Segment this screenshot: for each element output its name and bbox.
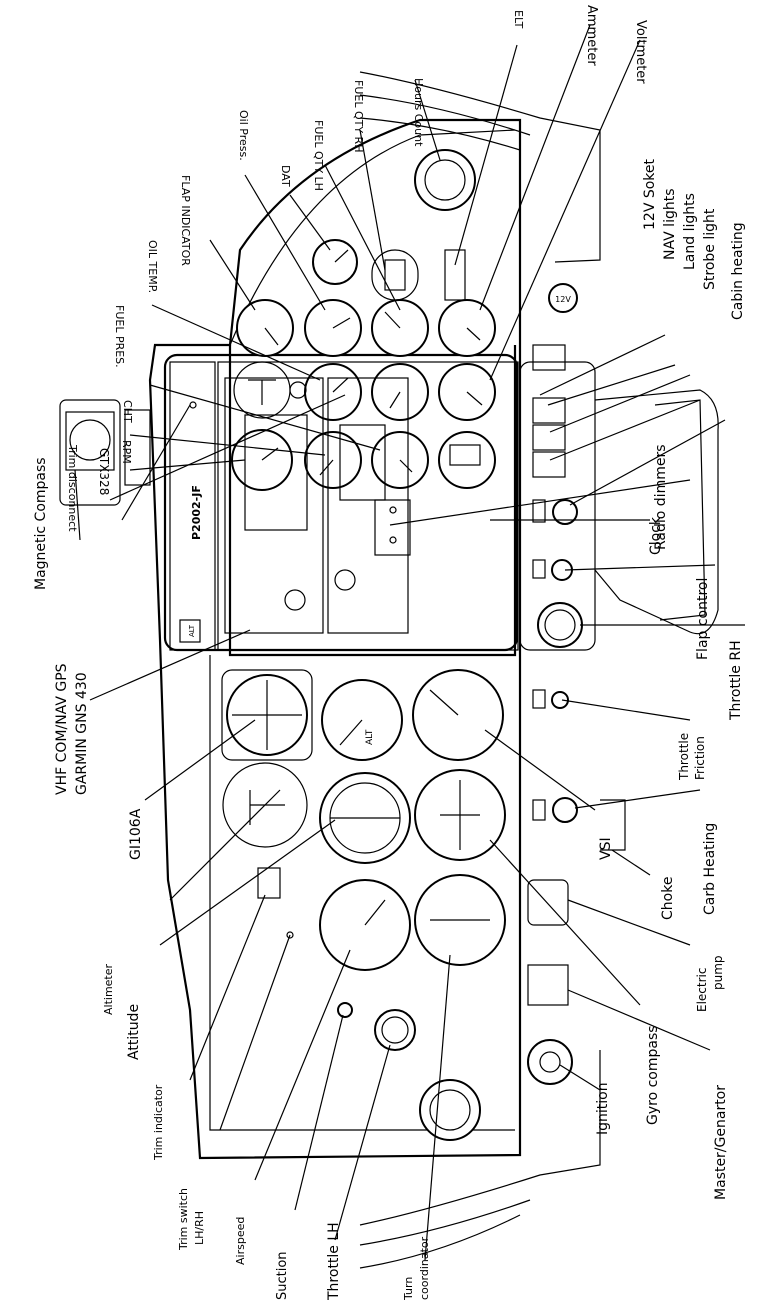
label-coordinator: coordinator (418, 1236, 431, 1300)
labels: Hours Count FUEL QTY RH FUEL QTY LH ELT … (33, 5, 746, 1301)
label-trim-indicator: Trim indicator (152, 1084, 165, 1161)
label-oil-temp: OIL TEMP. (146, 240, 159, 293)
throttle-friction-knob (551, 691, 569, 709)
lower-air-vent (419, 1079, 481, 1141)
label-suction: Suction (275, 1251, 290, 1300)
label-strobe-light: Strobe light (702, 208, 718, 290)
label-fuel-qty-rh: FUEL QTY RH (352, 80, 365, 152)
label-magnetic-compass: Magnetic Compass (33, 457, 49, 590)
label-lh-rh: LH/RH (193, 1211, 206, 1245)
socket-12v (548, 283, 578, 313)
label-rpm: RPM (120, 440, 133, 464)
label-gyro-compass: Gyro compass (645, 1025, 661, 1125)
label-flap-control: Flap control (695, 578, 711, 660)
label-fuel-pres: FUEL PRES. (113, 305, 126, 368)
label-throttle-rh: Throttle RH (728, 640, 744, 721)
suction-gauge (337, 1002, 353, 1018)
clock-gauge (438, 431, 496, 489)
label-trim-switch: Trim switch (177, 1188, 190, 1251)
throttle-lh-knob (374, 1009, 416, 1051)
label-vhf-com-nav-gps: VHF COM/NAV GPS (54, 663, 70, 795)
label-carb-heating: Carb Heating (702, 823, 718, 915)
trim-switch (286, 931, 294, 939)
radio-dimmer-placard (532, 499, 546, 523)
label-garmin-gns-430: GARMIN GNS 430 (74, 672, 90, 795)
label-ignition: Ignition (595, 1082, 611, 1135)
nav-lights-switch (532, 397, 566, 424)
switch-top (532, 344, 566, 371)
label-voltmeter: Voltmeter (633, 20, 648, 84)
label-hours-count: Hours Count (412, 78, 425, 147)
ignition-switch (527, 1039, 573, 1085)
label-turn: Turn (402, 1277, 415, 1301)
label-flap-indicator: FLAP INDICATOR (179, 175, 192, 266)
label-dat: DAT (279, 165, 292, 187)
trim-disconnect-button (189, 401, 197, 409)
switch-block: 12V (527, 283, 626, 1085)
upper-air-vent (414, 149, 476, 211)
carb-heat-knob (552, 797, 578, 823)
label-throttle: Throttle (677, 733, 691, 781)
label-vsi: VSI (598, 837, 614, 860)
alt-placard (179, 619, 201, 643)
label-land-lights: Land lights (682, 193, 698, 270)
label-nav-lights: NAV lights (662, 188, 678, 260)
panel-outline (148, 71, 719, 1269)
label-gtx328: GTX328 (97, 448, 111, 495)
master-generator-switch (527, 964, 569, 1006)
label-clock: Clock (648, 516, 664, 555)
carb-heat-placard (532, 799, 546, 821)
flap-control-placard (532, 559, 546, 579)
altimeter-alt-text: ALT (365, 729, 375, 745)
gns430-unit (224, 377, 324, 634)
trim-indicator (257, 867, 281, 899)
blank-instrument-hole (222, 762, 308, 848)
label-oil-press: Oil Press. (237, 110, 250, 161)
radio-dimmer-knob (552, 499, 578, 525)
label-fuel-qty-lh: FUEL QTY LH (312, 120, 325, 191)
electric-pump-switch (527, 879, 569, 926)
label-gi106a: GI106A (128, 808, 144, 860)
avionics-stack: P2002-JF ALT (179, 377, 411, 643)
radio-dimmer-panel (374, 499, 411, 556)
label-cabin-heating: Cabin heating (730, 222, 746, 320)
label-choke: Choke (660, 877, 676, 920)
engine-gauges (231, 239, 496, 491)
socket-12v-label: 12V (555, 295, 571, 304)
gtx328-unit (327, 377, 409, 634)
label-12v-soket: 12V Soket (642, 158, 658, 230)
strobe-light-switch (532, 451, 566, 478)
label-attitude: Attitude (126, 1004, 142, 1060)
label-cht: CHT (121, 400, 134, 423)
leader-lines (74, 24, 745, 1261)
label-master-genartor: Master/Genartor (713, 1085, 729, 1200)
label-electric: Electric (695, 968, 709, 1012)
elt-unit (444, 249, 466, 301)
hours-counter (371, 249, 419, 301)
label-altimeter: Altimeter (102, 963, 115, 1015)
throttle-friction-placard (532, 689, 546, 709)
alt-placard-text: ALT (188, 624, 196, 637)
label-elt: ELT (512, 10, 525, 29)
label-friction: Friction (693, 736, 707, 780)
label-ammeter: Ammeter (584, 5, 599, 66)
magnetic-compass-unit (59, 399, 151, 506)
label-trim-disconnect: Trim disconnect (66, 444, 79, 532)
flight-instruments: ALT (221, 149, 506, 1141)
land-lights-switch (532, 424, 566, 451)
registration-placard: P2002-JF (190, 485, 203, 540)
label-airspeed: Airspeed (234, 1217, 247, 1265)
label-throttle-lh: Throttle LH (326, 1222, 342, 1301)
label-radio-dimmers: Radio dimmers (653, 444, 669, 550)
label-pump: pump (711, 955, 725, 990)
